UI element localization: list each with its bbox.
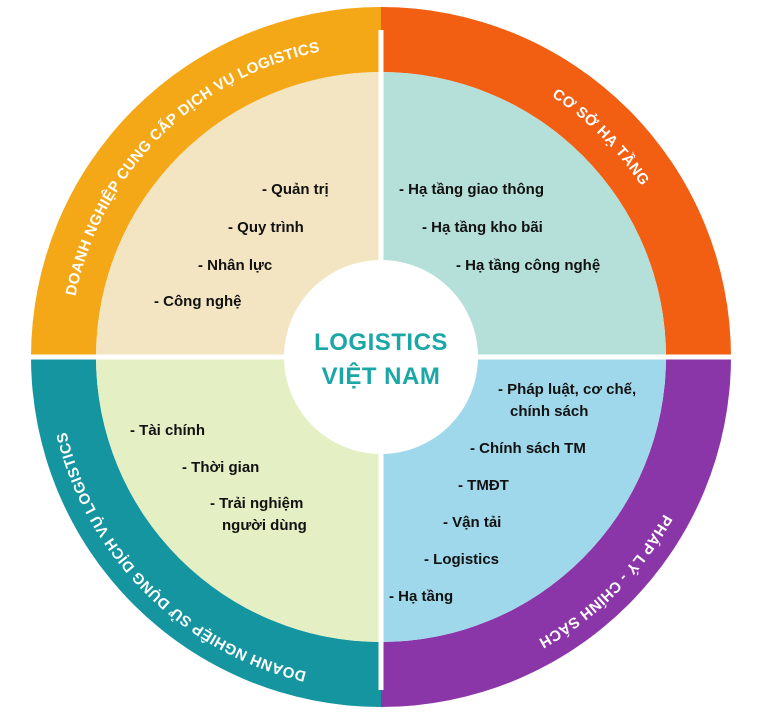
ring-segment-top-left [31,7,381,357]
br-item-tmdt: - TMĐT [458,477,509,494]
quadrant-bottom-left [96,357,381,642]
br-item-phap-luat: - Pháp luật, cơ chế, [498,381,636,398]
br-item-van-tai: - Vận tải [443,514,501,531]
center-title-line1: LOGISTICS [314,329,448,356]
quadrant-bottom-right [381,357,666,642]
center-title-line2: VIỆT NAM [322,362,441,390]
tr-item-ha-tang-giao-thong: - Hạ tầng giao thông [399,181,544,198]
ring-segment-bottom-right [381,357,731,707]
bl-item-nguoi-dung: người dùng [222,517,307,534]
tr-item-ha-tang-kho-bai: - Hạ tầng kho bãi [422,219,543,236]
br-item-chinh-sach-tm: - Chính sách TM [470,440,586,457]
quadrant-top-left [96,72,381,357]
br-item-ha-tang: - Hạ tầng [389,588,453,605]
ring-segment-bottom-left [31,357,381,707]
tl-item-quy-trinh: - Quy trình [228,219,304,236]
tl-item-nhan-luc: - Nhân lực [198,257,272,274]
bl-item-trai-nghiem: - Trải nghiệm [210,495,303,512]
tl-item-quan-tri: - Quản trị [262,181,329,198]
bl-item-tai-chinh: - Tài chính [130,422,205,439]
center-circle [284,260,478,454]
tl-item-cong-nghe: - Công nghệ [154,293,241,310]
br-item-chinh-sach: chính sách [510,403,588,420]
tr-item-ha-tang-cong-nghe: - Hạ tầng công nghệ [456,257,600,274]
ring-segment-top-right [381,7,731,357]
br-item-logistics: - Logistics [424,551,499,568]
quadrant-top-right [381,72,666,357]
bl-item-thoi-gian: - Thời gian [182,459,259,476]
